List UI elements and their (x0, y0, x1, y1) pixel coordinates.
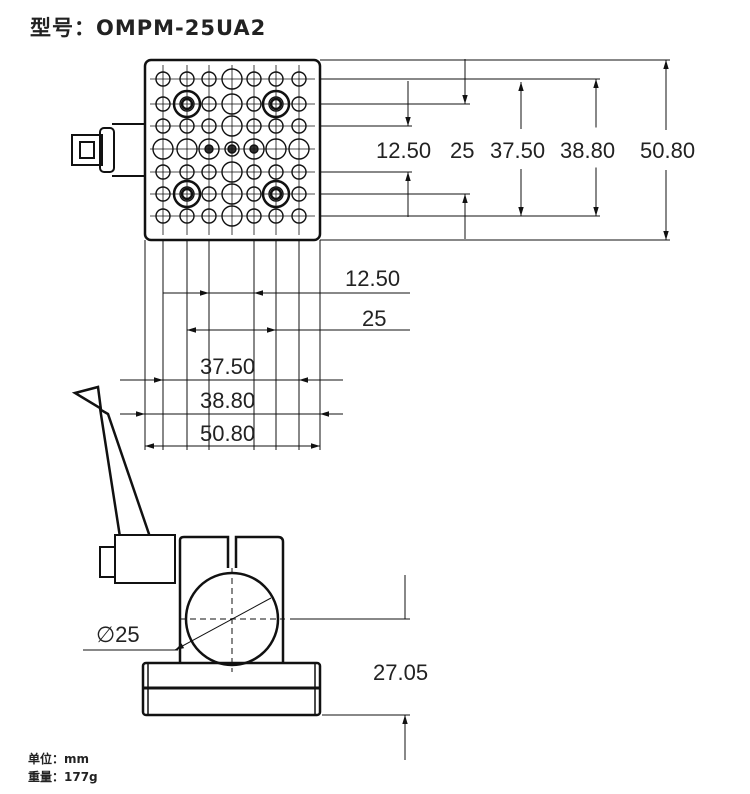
mounting-plate (143, 58, 322, 242)
dim-label: 50.80 (640, 138, 695, 163)
dim-label: 25 (362, 306, 386, 331)
clamp-body (178, 535, 285, 663)
dim-label: 37.50 (490, 138, 545, 163)
top-dim-labels: 12.50 25 37.50 38.80 50.80 12.50 25 37.5… (200, 138, 695, 446)
side-view (71, 385, 410, 760)
top-view (71, 58, 670, 450)
lever-handle (71, 385, 152, 539)
dim-label: 50.80 (200, 421, 255, 446)
dim-label: 38.80 (200, 388, 255, 413)
hole-grid (150, 65, 315, 235)
model-title: 型号：OMPM-25UA2 (30, 16, 267, 40)
unit-label: 单位：mm (28, 752, 90, 766)
dim-label: 12.50 (345, 266, 400, 291)
dim-label: 25 (450, 138, 474, 163)
knob (71, 123, 145, 177)
dim-label: 38.80 (560, 138, 615, 163)
height-dim-label: 27.05 (373, 660, 428, 685)
dim-label: 12.50 (376, 138, 431, 163)
weight-label: 重量：177g (28, 770, 98, 784)
diameter-label: ∅25 (96, 622, 140, 647)
dim-label: 37.50 (200, 354, 255, 379)
